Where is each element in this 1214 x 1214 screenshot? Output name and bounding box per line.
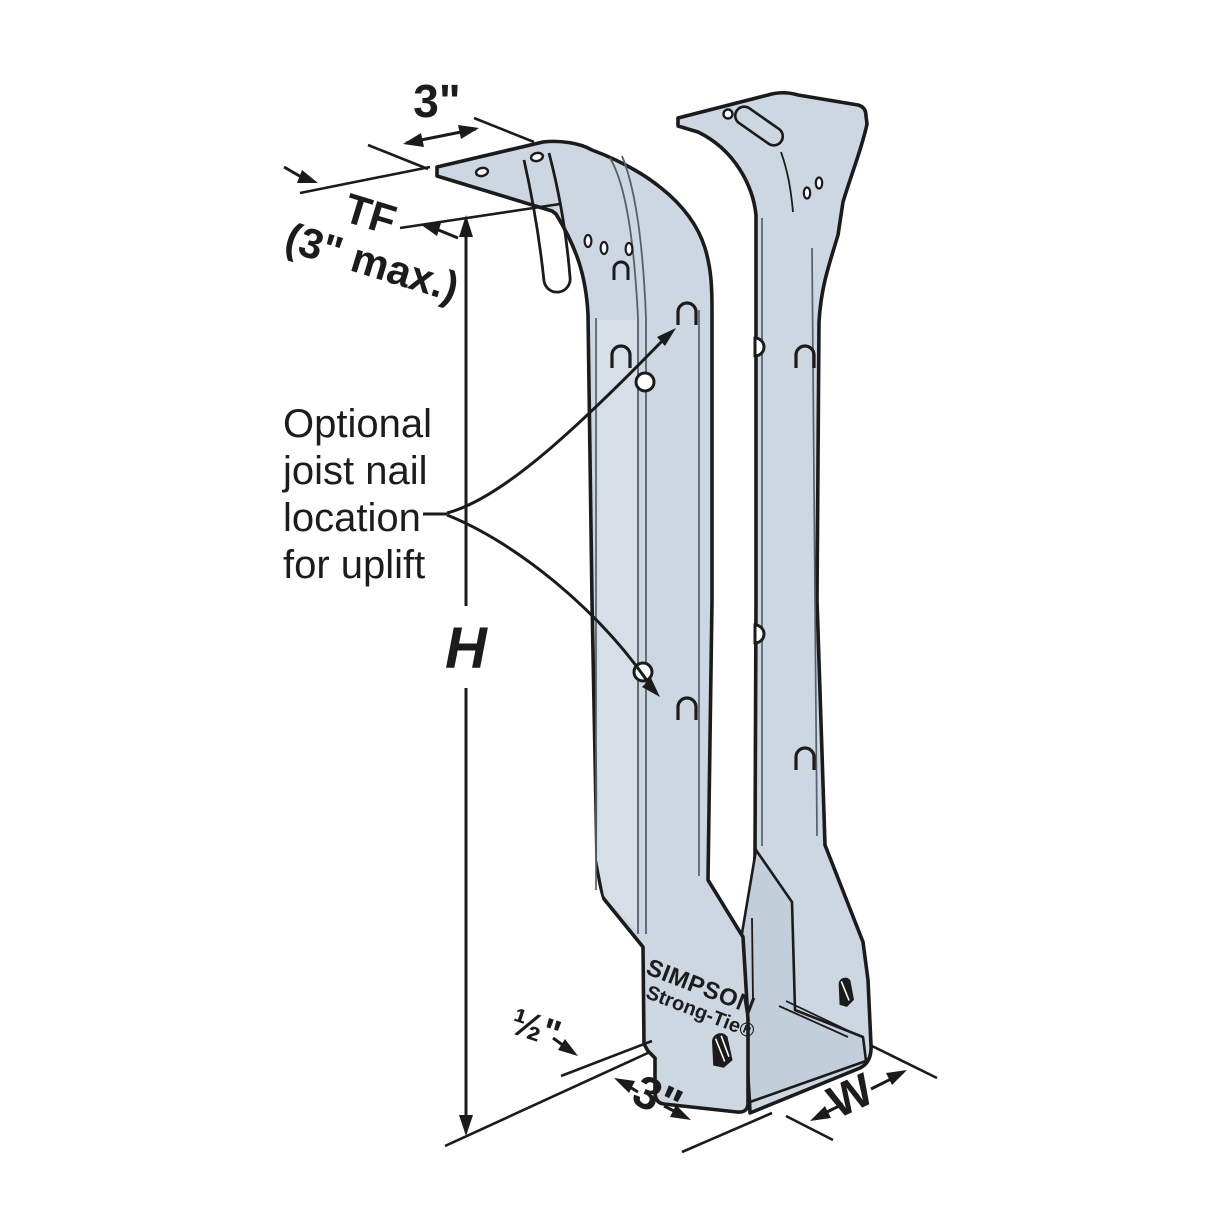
front-strap-light-band <box>597 320 638 932</box>
seat-ext-line-left <box>444 1050 651 1148</box>
seat-ext-line-right <box>681 1111 773 1154</box>
seat-arrowhead-left <box>614 1078 635 1093</box>
w-ext-line-left <box>785 1114 834 1142</box>
rear-strap-nail-slot-2 <box>794 746 816 770</box>
leader-upper <box>446 334 669 515</box>
tf-arrow-line-right <box>435 227 459 240</box>
stirrup-interior <box>738 848 868 1104</box>
rear-strap-nail-slot <box>794 344 816 368</box>
h-arrowhead-bottom <box>459 1115 473 1136</box>
dim-arrowhead-right <box>458 125 479 139</box>
half-arrowhead <box>558 1039 578 1056</box>
front-strap-nail-slot <box>610 344 632 368</box>
front-flange-slot <box>522 152 572 294</box>
leader-lower-arrowhead <box>642 678 660 697</box>
tf-ext-line-upper <box>299 165 431 195</box>
rear-flange-nail-hole <box>722 108 734 120</box>
note-line3: location <box>283 496 421 540</box>
w-ext-line-right <box>871 1044 938 1080</box>
dim-ext-tick-left <box>367 143 429 171</box>
rear-strap <box>676 90 873 1115</box>
note-line4: for uplift <box>283 543 425 587</box>
dim-top-flange-width: 3" <box>367 75 535 171</box>
front-strap-uplift-slot-upper <box>676 301 698 325</box>
rear-strap-bend-highlight <box>811 247 818 837</box>
stirrup-seat-line-2 <box>785 1000 854 1034</box>
rear-strap-body <box>676 90 873 1115</box>
dim-height: H <box>445 215 488 1136</box>
h-label: H <box>445 616 488 681</box>
front-face-nail-slot-hatch <box>714 1035 730 1062</box>
front-strap: SIMPSON Strong-Tie® <box>435 139 759 1114</box>
w-arrow-line-right <box>870 1076 894 1091</box>
rear-flange-bend-line <box>780 151 794 213</box>
stirrup-seat-line <box>778 1005 849 1038</box>
note-line2: joist nail <box>282 449 428 493</box>
dim-arrowhead-left <box>403 133 424 147</box>
half-ext-line <box>560 1039 653 1078</box>
stirrup-inner-corner-line <box>751 917 754 1003</box>
front-bend-hole <box>583 233 593 249</box>
dim-seat-offset: ½" <box>506 1001 653 1078</box>
tf-arrowhead-right <box>420 223 441 236</box>
rear-gusset-hole <box>802 186 812 200</box>
uplift-annotation: Optional joist nail location for uplift <box>282 328 676 697</box>
rear-strap-edge-notch <box>753 336 766 358</box>
w-arrowhead-right <box>886 1070 907 1085</box>
rear-strap-edge-notch-2 <box>753 623 766 645</box>
dim-ext-tick-right <box>473 116 535 144</box>
front-emboss-channel-left <box>609 157 639 934</box>
rear-gusset-hole-2 <box>814 176 824 190</box>
front-bend-hole-2 <box>599 240 609 256</box>
stirrup-inner-panel <box>738 848 868 1104</box>
tf-arrowhead-left <box>297 170 318 183</box>
front-strap-round-hole <box>634 371 656 393</box>
front-bend-nail-slot <box>612 260 630 280</box>
half-label: ½" <box>506 1001 566 1056</box>
seat-arrowhead-right <box>670 1105 691 1120</box>
note-line1: Optional <box>283 402 432 446</box>
front-flange-nail-hole <box>474 166 490 178</box>
rear-flange-slot <box>733 105 785 147</box>
front-strap-body <box>435 139 750 1114</box>
h-arrowhead-top <box>459 215 473 237</box>
leader-upper-arrowhead <box>657 328 676 346</box>
leader-lower <box>446 513 654 689</box>
dim-top-flange-width-label: 3" <box>413 75 460 127</box>
front-bend-hole-3 <box>624 241 634 257</box>
front-strap-uplift-slot-lower <box>676 696 698 720</box>
right-face-nail-slot-hatch <box>840 981 850 1001</box>
front-flange-nail-hole-2 <box>529 151 545 163</box>
w-arrowhead-left <box>810 1106 831 1121</box>
front-emboss-channel-right <box>621 155 647 934</box>
